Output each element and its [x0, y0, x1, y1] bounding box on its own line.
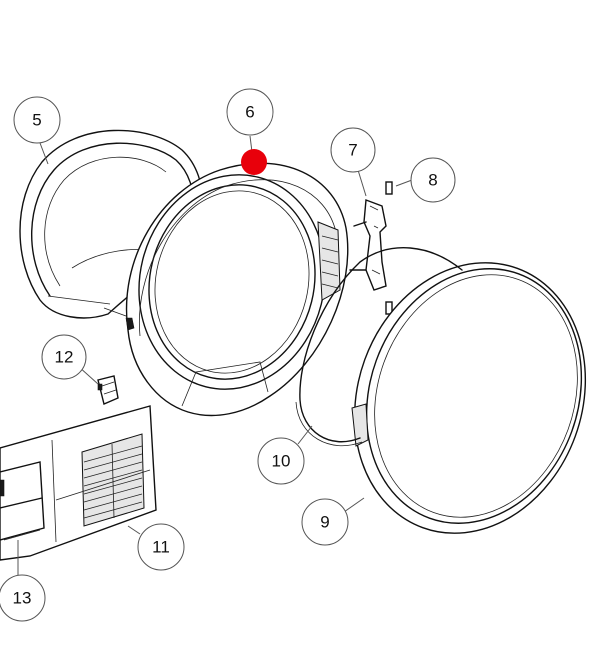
leader-lines	[17, 135, 413, 576]
callout-5[interactable]: 5	[13, 96, 61, 144]
callout-9[interactable]: 9	[301, 498, 349, 546]
callout-11[interactable]: 11	[137, 523, 185, 571]
callout-label: 12	[55, 348, 74, 367]
callout-label: 5	[32, 111, 41, 130]
callout-6[interactable]: 6	[226, 88, 274, 136]
part-13-control-panel[interactable]	[0, 461, 45, 541]
part-10-cable[interactable]	[295, 247, 463, 447]
part-12-latch[interactable]	[97, 375, 119, 405]
part-11-front-panel[interactable]	[0, 405, 157, 561]
vent-grille	[81, 433, 145, 527]
callout-10[interactable]: 10	[257, 437, 305, 485]
callout-8[interactable]: 8	[410, 157, 456, 203]
highlight-dot	[241, 149, 267, 175]
callout-label: 9	[320, 513, 329, 532]
callout-label: 13	[13, 589, 32, 608]
callout-label: 6	[245, 103, 254, 122]
part-8-pins[interactable]	[385, 181, 393, 315]
part-7-hinge[interactable]	[349, 199, 387, 291]
callout-label: 10	[272, 452, 291, 471]
part-6-door-ring[interactable]	[117, 155, 349, 417]
callout-13[interactable]: 13	[0, 574, 46, 622]
callout-label: 8	[428, 171, 437, 190]
part-9-outer-door[interactable]	[318, 230, 614, 566]
callout-label: 7	[348, 141, 357, 160]
callout-12[interactable]: 12	[41, 334, 87, 380]
callout-7[interactable]: 7	[330, 127, 376, 173]
callout-label: 11	[152, 538, 170, 557]
